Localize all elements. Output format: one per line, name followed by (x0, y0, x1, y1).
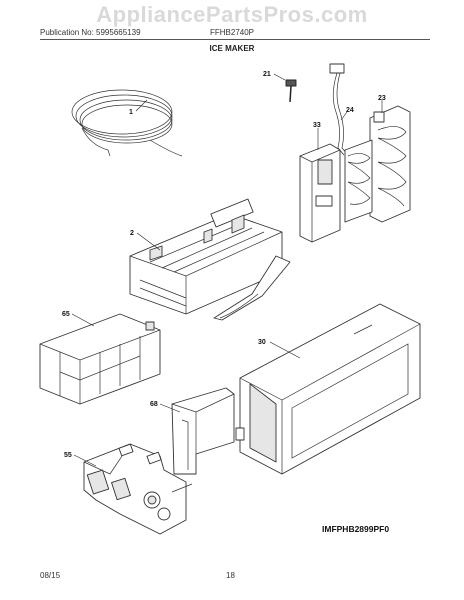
callout-30: 30 (258, 339, 266, 346)
part-1-water-tubing[interactable] (71, 89, 183, 157)
callout-68: 68 (150, 401, 158, 408)
diagram-code: IMFPHB2899PF0 (322, 524, 390, 534)
header-divider (40, 39, 430, 40)
part-24-wire-harness[interactable] (329, 63, 349, 156)
callout-55: 55 (64, 452, 72, 459)
part-2-ice-maker-assembly[interactable] (129, 198, 291, 321)
part-55-water-valve[interactable] (83, 443, 193, 535)
part-65-ice-container[interactable] (39, 313, 161, 405)
watermark: AppliancePartsPros.com (96, 2, 368, 27)
part-23-heater-assembly[interactable] (344, 105, 411, 223)
part-33-control-module[interactable] (299, 143, 341, 243)
leader-2 (136, 232, 161, 251)
callout-24: 24 (346, 107, 354, 114)
leader-24 (340, 111, 348, 121)
part-30-housing[interactable] (235, 303, 421, 475)
leader-1 (135, 99, 148, 112)
leader-68 (159, 403, 181, 413)
callout-23: 23 (378, 95, 386, 102)
callout-65: 65 (62, 311, 70, 318)
part-68-cover[interactable] (171, 387, 235, 475)
callout-21: 21 (263, 71, 271, 78)
leader-30 (269, 341, 301, 359)
leader-21 (273, 73, 286, 81)
model-number: FFHB2740P (210, 28, 255, 37)
callout-33: 33 (313, 122, 321, 129)
part-21-fastener[interactable] (285, 79, 297, 103)
callout-1: 1 (129, 109, 133, 116)
publication-number: Publication No: 5995665139 (40, 28, 141, 37)
callout-2: 2 (130, 230, 134, 237)
page-title: ICE MAKER (209, 44, 255, 53)
leader-55 (73, 454, 97, 467)
footer-page-number: 18 (226, 571, 235, 580)
leader-65 (71, 313, 95, 327)
footer-date: 08/15 (40, 571, 61, 580)
